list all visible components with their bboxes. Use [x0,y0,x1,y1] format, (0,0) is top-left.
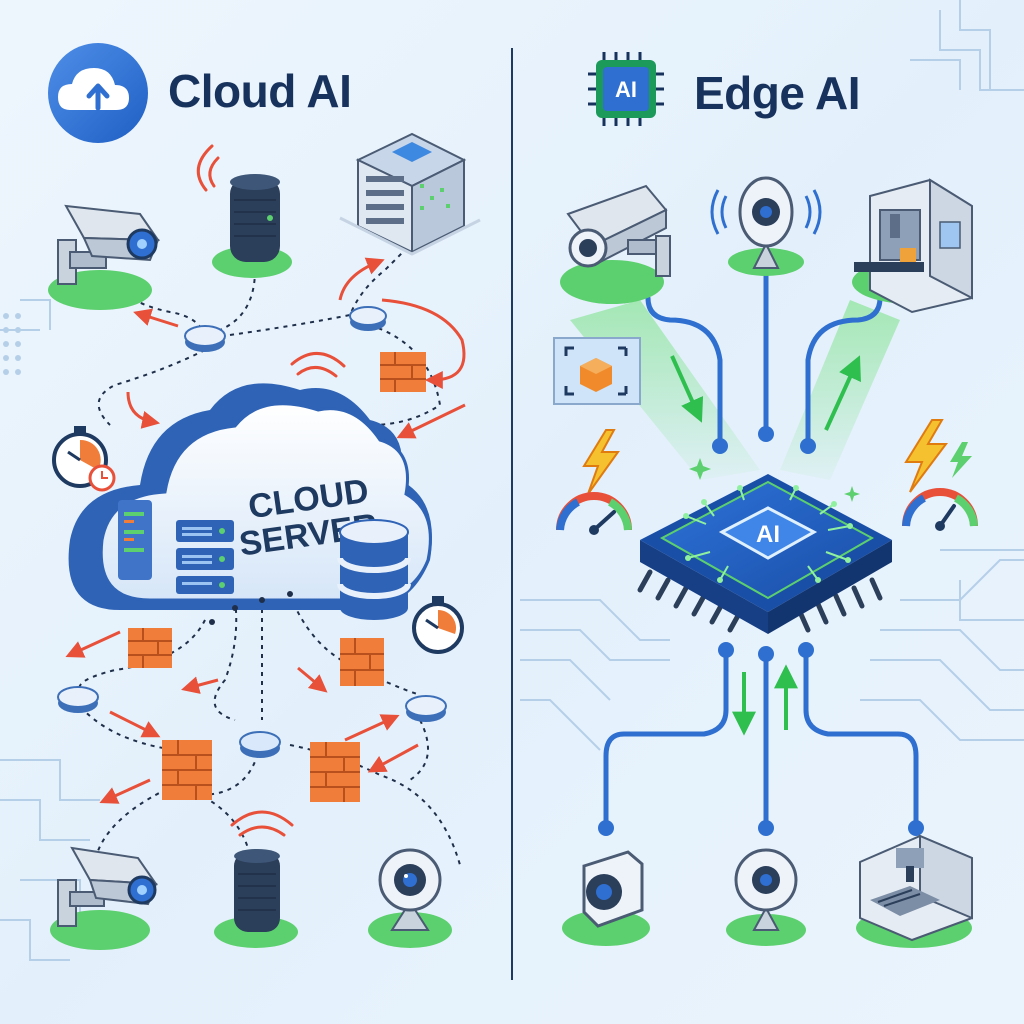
background-dots [3,313,21,375]
connection-node [598,642,924,836]
data-center-icon [340,134,480,254]
edge-bottom-connections [606,650,916,826]
title-chip-label: AI [615,77,637,102]
lightning-icon [584,430,618,494]
network-node [185,326,225,352]
cloud-upload-icon [48,43,148,143]
speed-gauge-icon [906,492,974,531]
network-node [58,687,98,713]
edge-ai-chip: AI [640,474,892,634]
firewall-icon [128,628,172,668]
network-node [350,307,386,331]
firewall-icon [380,352,426,392]
network-node [240,732,280,758]
side-rack [118,500,152,580]
lightning-icon [906,420,972,492]
smart-speaker-icon [234,849,280,932]
stopwatch-icon [414,596,462,652]
firewall-icon [310,742,360,802]
firewall-icon [162,740,212,800]
chip-ai-label: AI [756,521,780,548]
network-node [406,696,446,722]
webcam-icon [712,178,820,268]
smart-speaker-icon [230,174,280,262]
server-rack-icon [176,520,234,594]
ai-chip-icon: AI [588,52,664,126]
firewall-icon [340,638,384,686]
object-detection-icon [554,338,640,404]
speed-gauge-icon [560,496,628,535]
database-icon [340,520,408,620]
stopwatch-icon [54,426,114,490]
industrial-machine-icon [860,836,972,940]
